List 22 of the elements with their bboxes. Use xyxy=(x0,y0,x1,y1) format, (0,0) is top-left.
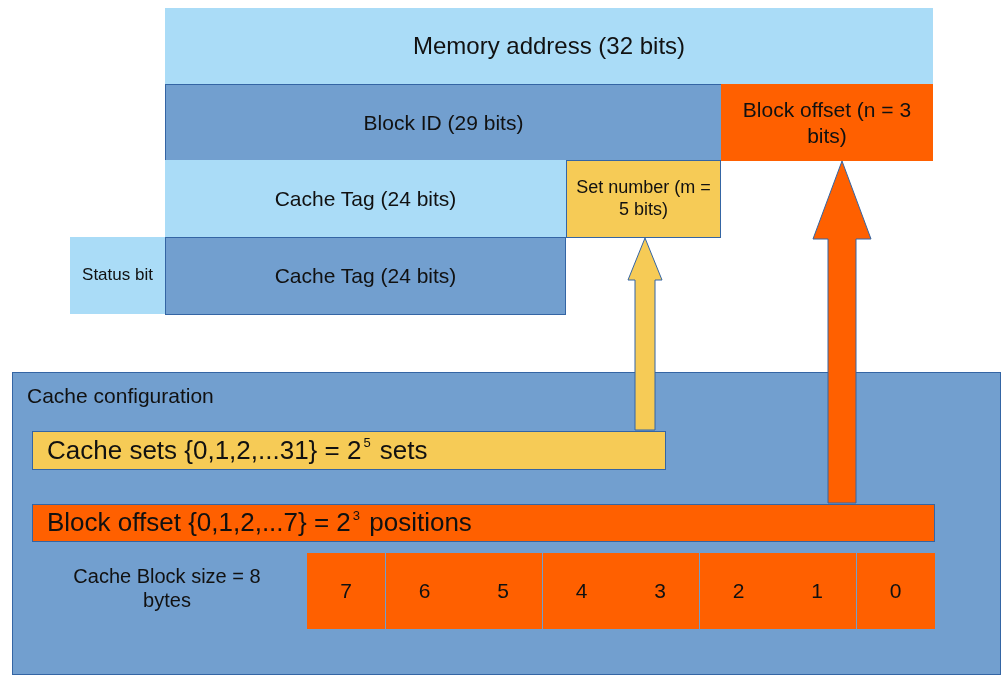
address-field: Memory address (32 bits) xyxy=(165,8,933,85)
byte-cell: 6 xyxy=(385,553,464,629)
byte-cell: 2 xyxy=(699,553,778,629)
byte-cell: 5 xyxy=(464,553,542,629)
address-field: Cache Tag (24 bits) xyxy=(165,160,566,238)
byte-cell: 4 xyxy=(542,553,621,629)
block-size-note: Cache Block size = 8 bytes xyxy=(72,564,262,612)
range-bar: Block offset {0,1,2,...7} = 2$^{3}$ positions xyxy=(32,504,935,542)
panel-title: Cache configuration xyxy=(27,383,214,409)
byte-cell: 7 xyxy=(307,553,385,629)
config-panel xyxy=(12,372,1001,675)
address-field: Set number (m = 5 bits) xyxy=(566,160,721,238)
byte-cell: 1 xyxy=(778,553,856,629)
address-field: Block ID (29 bits) xyxy=(165,84,722,161)
byte-cell: 0 xyxy=(856,553,935,629)
byte-cell: 3 xyxy=(621,553,699,629)
tag-field: Cache Tag (24 bits) xyxy=(165,237,566,315)
address-field: Block offset (n = 3 bits) xyxy=(721,84,933,161)
range-bar: Cache sets {0,1,2,...31} = 2$^{5}$ sets xyxy=(32,431,666,470)
block-arrow xyxy=(627,237,663,431)
status-field: Status bit xyxy=(70,237,165,314)
block-arrow xyxy=(812,160,872,504)
